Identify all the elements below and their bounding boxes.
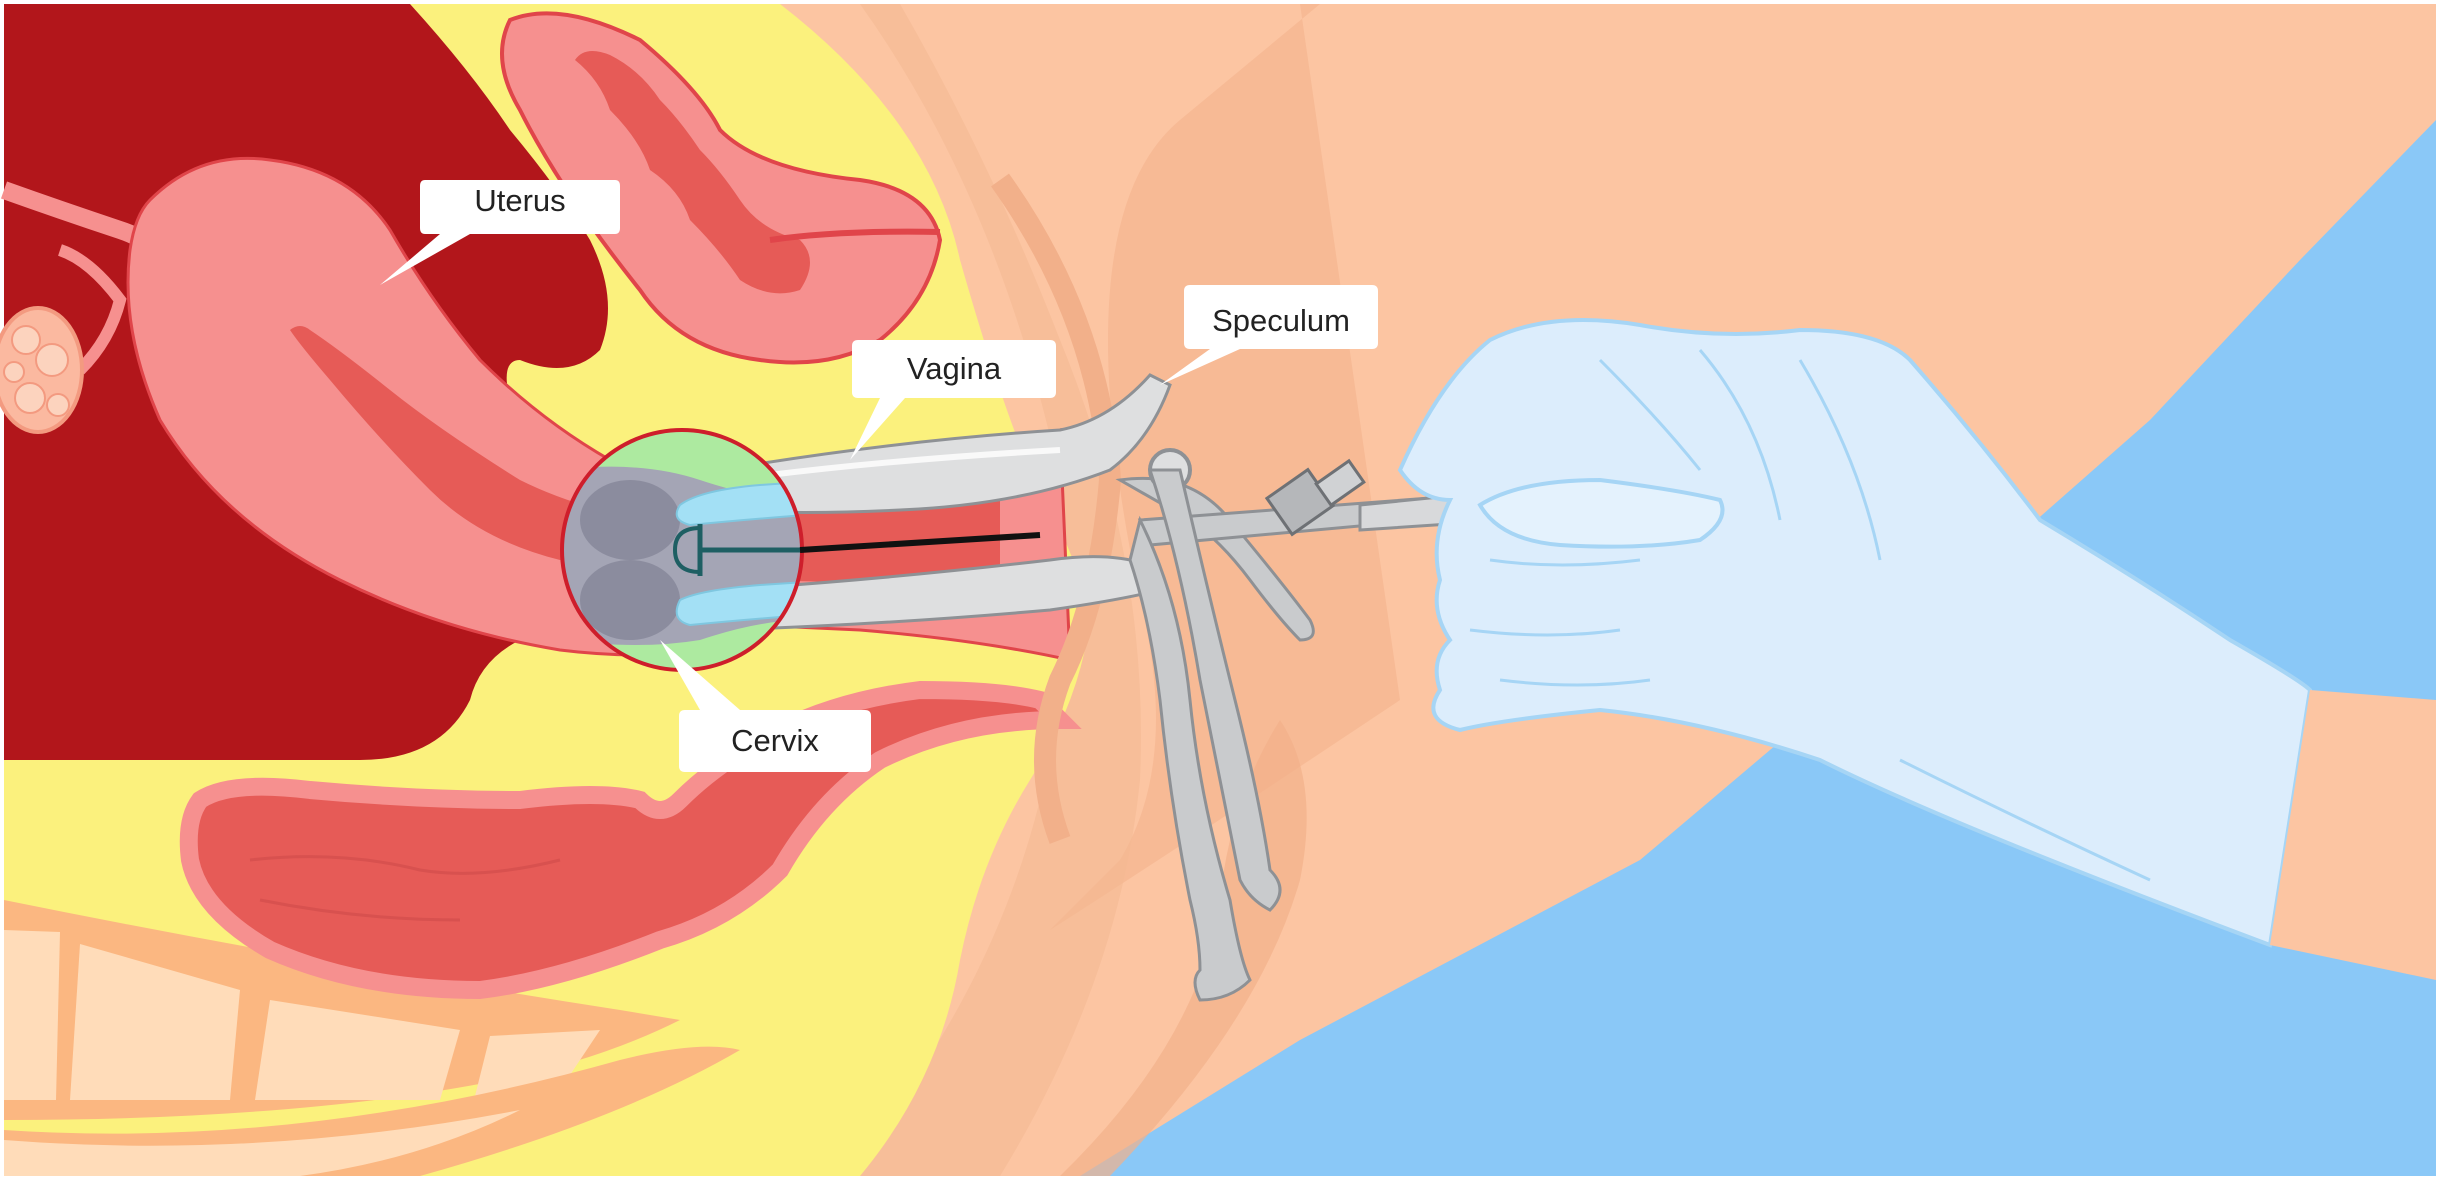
pubic-bone <box>4 900 740 1176</box>
perineum-shadow <box>860 4 1141 1176</box>
magnifier-circle-icon <box>560 428 1041 672</box>
bladder <box>500 11 943 365</box>
callout-cervix <box>660 640 871 772</box>
callout-vagina <box>850 340 1056 460</box>
ovary <box>0 181 177 434</box>
skin-shadow <box>1050 4 1400 930</box>
callout-uterus <box>380 180 620 285</box>
labia-contour <box>991 173 1122 844</box>
iud-device-icon <box>672 524 1041 576</box>
speculum-icon <box>718 373 1707 1002</box>
drape <box>1080 120 2436 1176</box>
callout-speculum <box>1160 285 1378 385</box>
gloved-hand-icon <box>1397 318 2436 980</box>
thumbscrew-icon <box>1264 458 1366 537</box>
